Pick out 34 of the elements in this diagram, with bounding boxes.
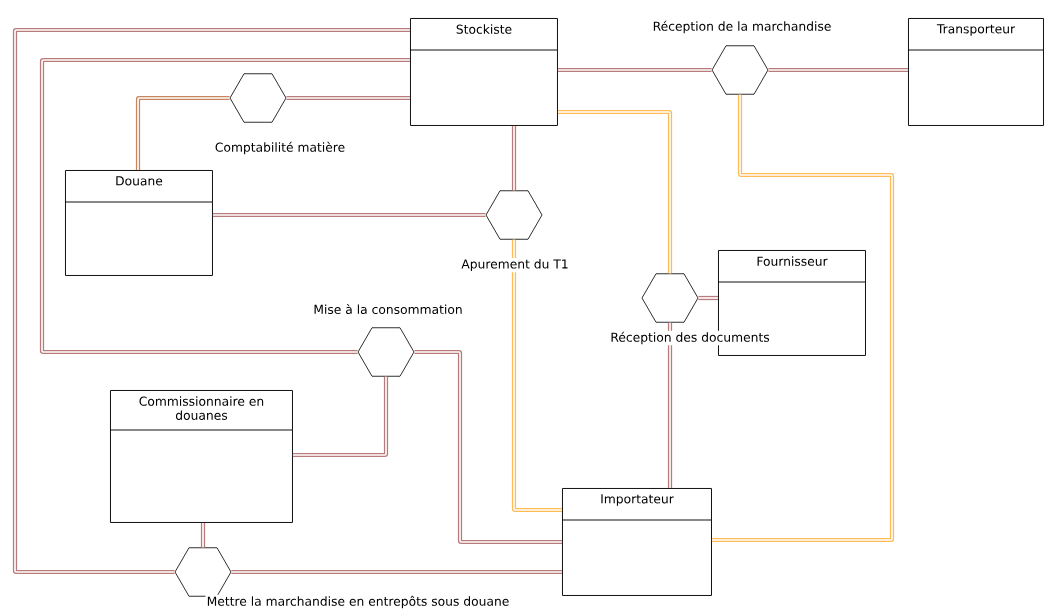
process-label: Comptabilité matière (213, 140, 347, 156)
connector-line (511, 238, 563, 513)
connector-line (697, 295, 719, 301)
process-hexagon (485, 190, 543, 240)
connector-line (39, 57, 411, 355)
connector-line (285, 95, 411, 101)
process-label: Mise à la consommation (312, 302, 464, 316)
actor-box: Importateur (561, 488, 712, 596)
actor-box: Douane (64, 170, 213, 276)
connector-line (511, 125, 517, 192)
connector-line (557, 67, 713, 73)
process-label: Apurement du T1 (460, 257, 570, 273)
connector-line (135, 95, 231, 171)
connector-line (711, 93, 895, 543)
connector-line (12, 27, 411, 575)
process-label: Réception des documents (609, 330, 771, 346)
connector-line (230, 569, 563, 575)
process-label: Mettre la marchandise en entrepôts sous douane (205, 594, 511, 610)
connector-line (557, 109, 673, 275)
process-hexagon (174, 547, 232, 597)
actor-box: Transporteur (907, 18, 1044, 126)
connector-line (200, 522, 206, 549)
connector-line (212, 212, 487, 218)
process-hexagon (641, 273, 699, 323)
process-hexagon (711, 45, 769, 95)
process-label: Réception de la marchandise (651, 19, 833, 35)
connector-line (767, 67, 909, 73)
actor-box: Stockiste (409, 18, 558, 126)
actor-box: Commissionnaire en douanes (109, 390, 293, 523)
process-hexagon (229, 73, 287, 123)
connector-line (667, 321, 673, 489)
process-hexagon (357, 327, 415, 377)
connector-line (292, 375, 389, 458)
connector-line (413, 349, 563, 545)
